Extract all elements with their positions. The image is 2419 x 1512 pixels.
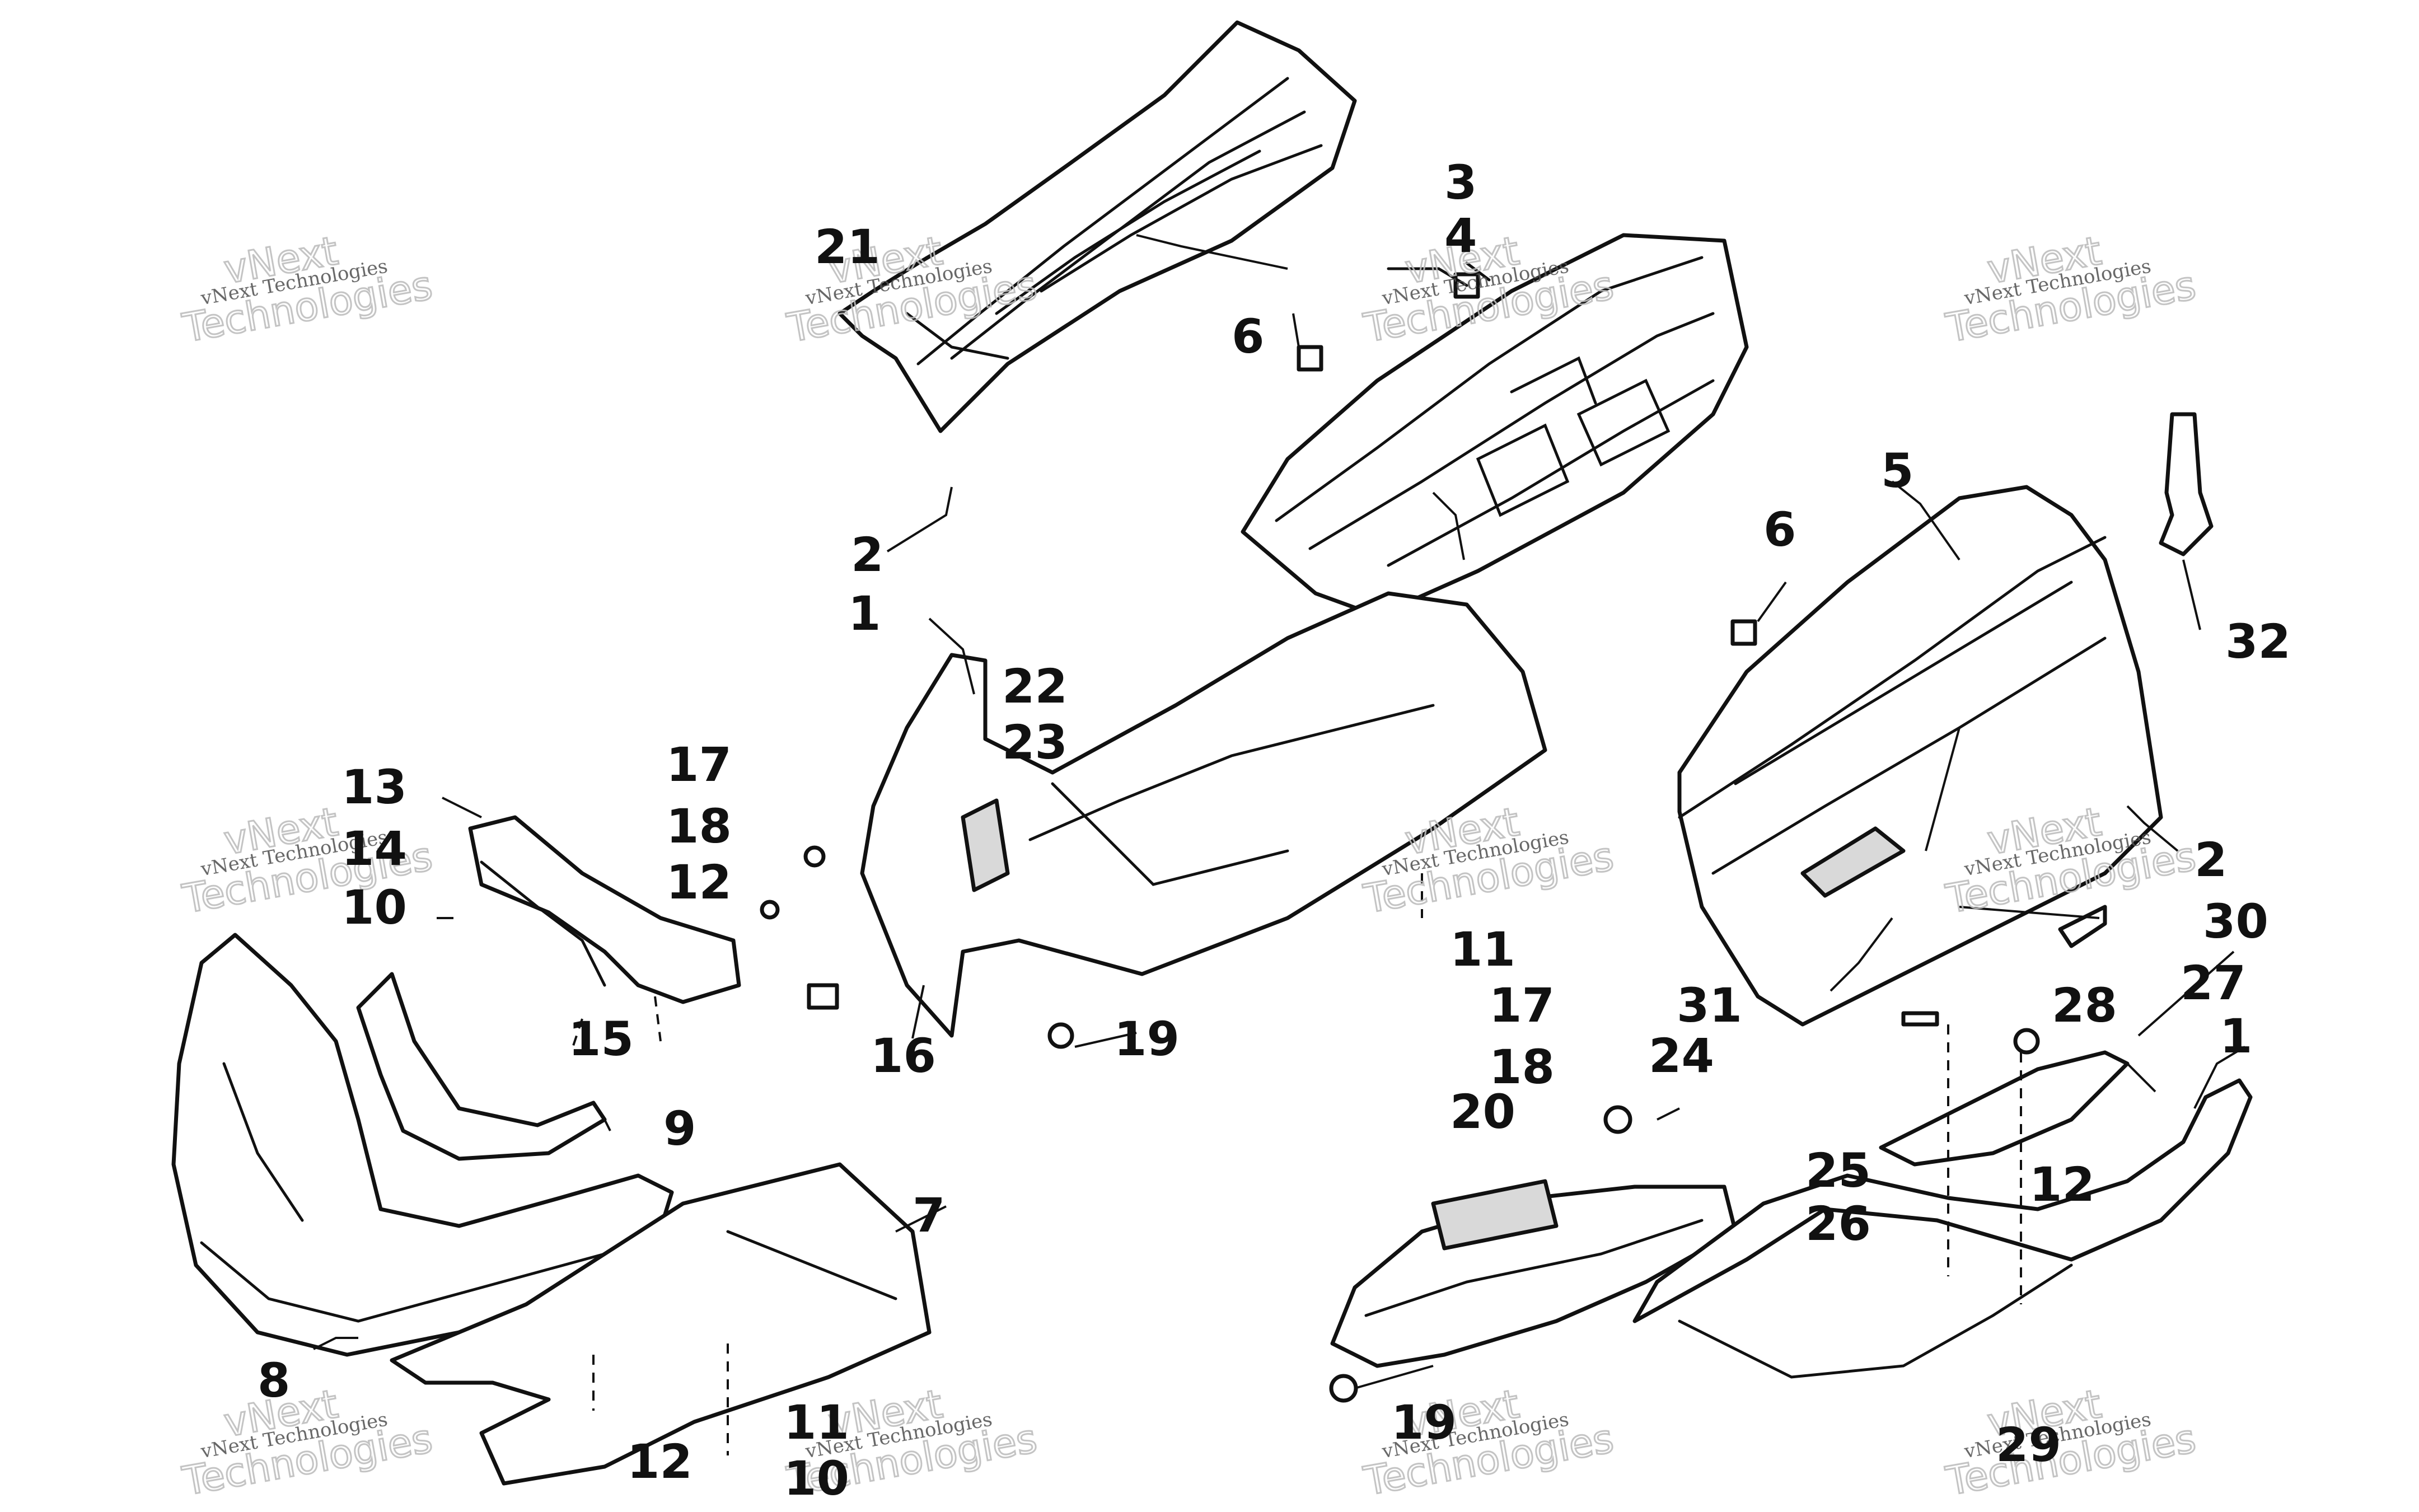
callout-7: 7 — [913, 1188, 945, 1243]
callout-1: 1 — [848, 586, 881, 641]
callout-labels: 1 1 2 2 3 4 5 6 6 7 8 9 10 10 11 11 12 1… — [258, 155, 2291, 1506]
callout-28: 28 — [2052, 978, 2117, 1033]
part-hood-rear — [1677, 485, 2163, 1027]
callout-5: 5 — [1881, 443, 1913, 498]
callout-4: 4 — [1444, 208, 1477, 263]
assembly-lines — [570, 873, 2022, 1455]
callout-18: 18 — [1489, 1040, 1555, 1094]
callout-1: 1 — [2220, 1009, 2252, 1064]
callout-13: 13 — [341, 760, 407, 814]
callout-10: 10 — [784, 1451, 849, 1506]
part-handle — [2159, 412, 2214, 556]
watermark: vNext vNext Technologies Technologies — [179, 227, 437, 352]
leader-lines — [313, 234, 2246, 1389]
callout-24: 24 — [1649, 1028, 1714, 1083]
callout-29: 29 — [1996, 1417, 2061, 1472]
callout-12: 12 — [627, 1434, 693, 1489]
part-front-nose — [171, 933, 674, 1357]
callout-26: 26 — [1805, 1196, 1871, 1251]
callout-14: 14 — [341, 821, 407, 876]
callout-31: 31 — [1677, 978, 1742, 1033]
callout-21: 21 — [815, 219, 880, 274]
callout-19: 19 — [1391, 1395, 1457, 1450]
callout-20: 20 — [1450, 1084, 1515, 1139]
part-front-housing — [1330, 1179, 1738, 1368]
part-nose-cone — [468, 815, 741, 1004]
part-bracket — [356, 972, 607, 1161]
callout-32: 32 — [2225, 614, 2291, 669]
watermark: vNext vNext Technologies Technologies — [1942, 227, 2200, 352]
callout-8: 8 — [258, 1353, 290, 1408]
watermark: vNext vNext Technologies Technologies — [179, 1380, 437, 1505]
callout-27: 27 — [2181, 956, 2246, 1010]
hardware-fasteners — [760, 261, 2040, 1403]
callout-16: 16 — [871, 1028, 936, 1083]
callout-11: 11 — [1450, 922, 1515, 977]
callout-6: 6 — [1232, 309, 1264, 364]
part-hood-upper — [837, 20, 1357, 433]
callout-19: 19 — [1114, 1012, 1180, 1066]
callout-15: 15 — [568, 1012, 634, 1066]
part-lower-rail — [1632, 1078, 2253, 1379]
callout-23: 23 — [1002, 715, 1068, 770]
callout-18: 18 — [666, 799, 732, 854]
callout-22: 22 — [1002, 659, 1068, 714]
callout-6: 6 — [1763, 502, 1796, 557]
callout-2: 2 — [2195, 832, 2227, 887]
part-side-panel — [1879, 1050, 2130, 1167]
part-chassis-tray — [860, 591, 1547, 1038]
callout-17: 17 — [1489, 978, 1555, 1033]
callout-30: 30 — [2203, 894, 2268, 949]
watermark: vNext vNext Technologies Technologies — [1360, 1380, 1618, 1505]
callout-12: 12 — [666, 855, 732, 910]
callout-25: 25 — [1805, 1143, 1871, 1198]
watermark: vNext vNext Technologies Technologies — [1942, 1380, 2200, 1505]
callout-17: 17 — [666, 737, 732, 792]
callout-11: 11 — [784, 1395, 849, 1450]
callout-9: 9 — [663, 1101, 696, 1156]
part-skid-plate — [390, 1162, 932, 1486]
callout-10: 10 — [341, 880, 407, 935]
watermark: vNext vNext Technologies Technologies — [1360, 798, 1618, 923]
callout-12: 12 — [2029, 1157, 2095, 1212]
callout-3: 3 — [1444, 155, 1477, 210]
callout-2: 2 — [851, 527, 883, 582]
